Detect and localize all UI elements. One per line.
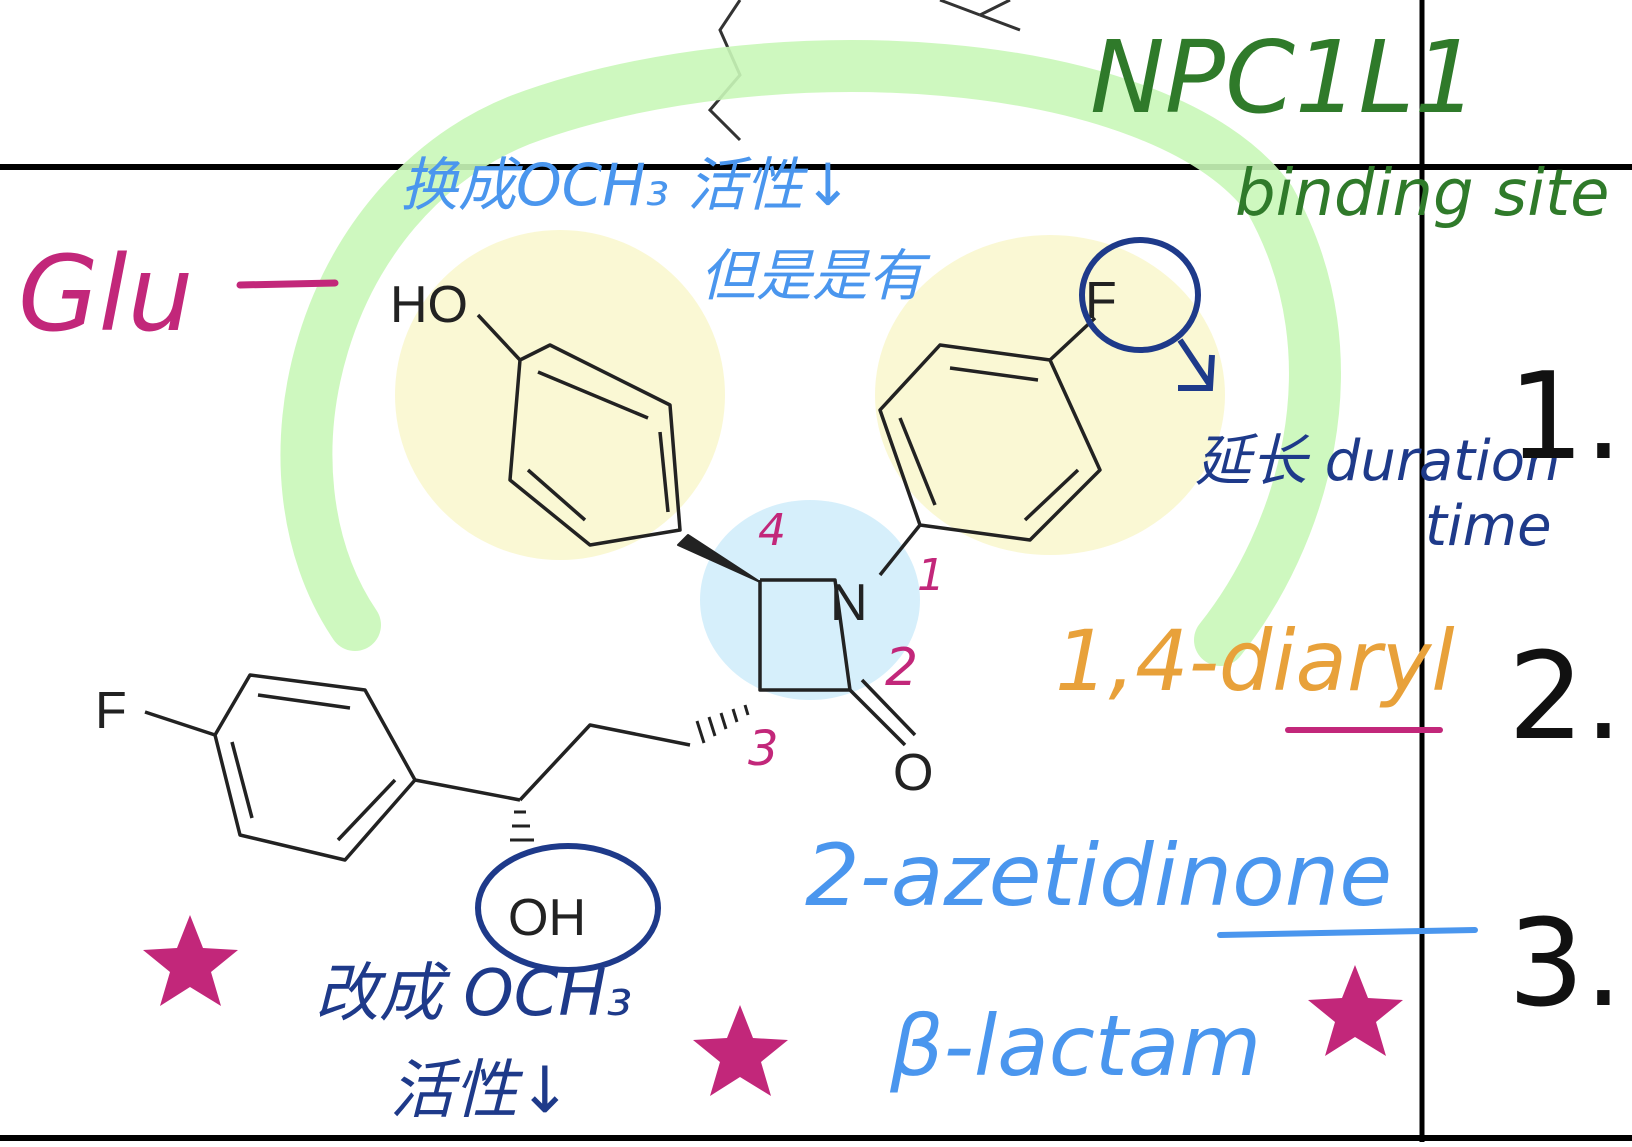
glu-label: Glu bbox=[18, 233, 193, 355]
duration-line1: 延长 duration bbox=[1195, 429, 1560, 494]
diaryl-label: 1,4-diaryl bbox=[1055, 612, 1455, 710]
methoxy-bottom-line2: 活性↓ bbox=[390, 1054, 572, 1128]
azetidinone-ring-highlight bbox=[700, 500, 920, 700]
list-number-2: 2. bbox=[1508, 628, 1623, 767]
npc1l1-label: NPC1L1 bbox=[1090, 19, 1478, 136]
position-2: 2 bbox=[885, 638, 918, 698]
oh-circle bbox=[475, 843, 661, 973]
handwritten-annotations: NPC1L1 binding site Glu 换成OCH₃ 活性↓ 但是是有 … bbox=[18, 19, 1610, 1128]
duration-line2: time bbox=[1425, 494, 1552, 559]
atom-oh: OH bbox=[508, 889, 586, 947]
position-1: 1 bbox=[917, 550, 945, 601]
azetidinone-label: 2-azetidinone bbox=[805, 826, 1392, 926]
binding-site-label: binding site bbox=[1235, 157, 1610, 231]
phenol-ring-highlight bbox=[395, 230, 725, 560]
npc1l1-binding-arc-highlight bbox=[280, 40, 1341, 666]
beta-lactam-label: β-lactam bbox=[889, 997, 1261, 1095]
atom-f-left: F bbox=[95, 682, 127, 740]
ezetimibe-structure bbox=[144, 313, 1102, 862]
c3-hashed-bond bbox=[695, 704, 750, 744]
list-number-3: 3. bbox=[1508, 895, 1623, 1034]
highlights bbox=[280, 40, 1341, 700]
methoxy-top-line1: 换成OCH₃ 活性↓ bbox=[400, 151, 852, 219]
inone-underline bbox=[1217, 927, 1478, 938]
methoxy-top-line2: 但是是有 bbox=[700, 244, 931, 309]
list-number-1: 1. bbox=[1508, 348, 1623, 487]
navy-circles bbox=[475, 237, 1215, 973]
propyl-chain bbox=[518, 723, 691, 802]
atom-labels: HO F N O F OH bbox=[95, 272, 1117, 947]
glu-dash bbox=[236, 279, 339, 289]
star-middle bbox=[693, 1005, 788, 1096]
f-arrow bbox=[1177, 338, 1215, 391]
list-numbers: 1. 2. 3. bbox=[1508, 348, 1623, 1034]
atom-o: O bbox=[893, 744, 933, 802]
atom-ho: HO bbox=[390, 276, 468, 334]
c4-wedge-bond bbox=[677, 534, 761, 583]
f-circle bbox=[1079, 237, 1201, 353]
ring-position-numbers: 1 2 3 4 bbox=[748, 505, 945, 777]
star-left bbox=[143, 915, 238, 1006]
methoxy-bottom-line1: 改成 OCH₃ bbox=[315, 957, 632, 1031]
oh-hashed-bond bbox=[510, 810, 534, 842]
fluorophenyl-ring-highlight bbox=[875, 235, 1225, 555]
star-right bbox=[1308, 965, 1403, 1056]
atom-n: N bbox=[830, 574, 868, 632]
position-3: 3 bbox=[748, 721, 779, 777]
stars bbox=[143, 915, 1403, 1096]
position-4: 4 bbox=[758, 505, 786, 556]
